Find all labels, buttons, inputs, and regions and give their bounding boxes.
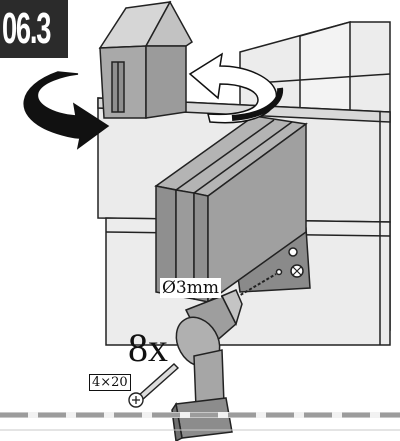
step-number: 06.3 [2, 4, 51, 53]
drill-bit [231, 273, 277, 301]
bracket-hole-top [288, 247, 298, 257]
drill-bit-size-label: Ø3mm [160, 278, 221, 298]
storage-box [154, 115, 308, 304]
screw-size-label: 4×20 [89, 374, 131, 391]
rotate-arrow-right-icon [188, 52, 284, 124]
bracket-hole-small [275, 268, 283, 276]
rotate-arrow-left-icon [23, 71, 110, 150]
quantity-label: 8x [128, 325, 168, 370]
shed-icon [98, 0, 193, 119]
floor-line [0, 412, 400, 431]
step-number-badge: 06.3 [0, 0, 68, 58]
screw-icon [128, 363, 180, 408]
